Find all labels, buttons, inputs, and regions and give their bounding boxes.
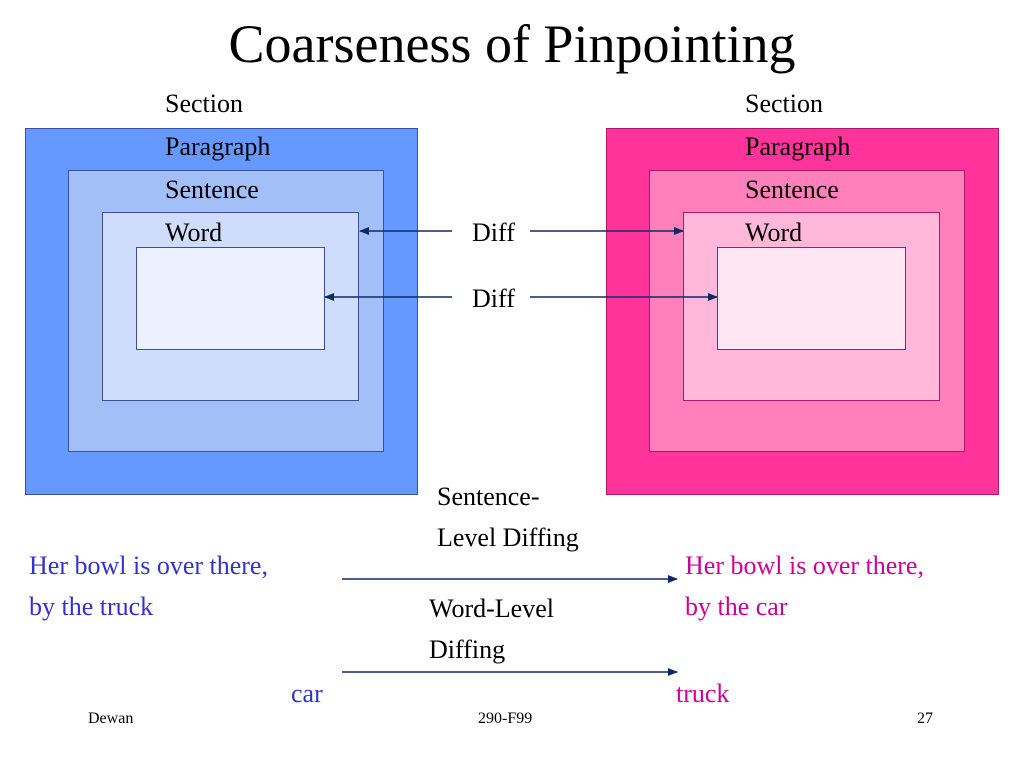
right-label-word: Word xyxy=(745,218,803,247)
right-sentence-line1: Her bowl is over there, xyxy=(685,551,924,580)
left-label-paragraph: Paragraph xyxy=(165,132,271,161)
left-word: car xyxy=(291,679,323,708)
footer-author: Dewan xyxy=(88,710,134,727)
footer-course: 290-F99 xyxy=(478,710,533,727)
sentence-level-caption-line1: Sentence- xyxy=(437,482,540,511)
left-label-section: Section xyxy=(165,89,243,118)
left-sentence-line2: by the truck xyxy=(29,592,154,621)
word-level-caption-line1: Word-Level xyxy=(429,594,554,623)
right-label-section: Section xyxy=(745,89,823,118)
left-sentence-line1: Her bowl is over there, xyxy=(29,551,268,580)
sentence-level-caption-line2: Level Diffing xyxy=(437,523,579,552)
left-word-box xyxy=(136,247,325,350)
right-sentence-line2: by the car xyxy=(685,592,788,621)
right-label-paragraph: Paragraph xyxy=(745,132,851,161)
diff-label-word: Diff xyxy=(472,284,515,313)
right-word-box xyxy=(717,247,906,350)
left-label-word: Word xyxy=(165,218,223,247)
right-word: truck xyxy=(676,679,730,708)
right-label-sentence: Sentence xyxy=(745,175,839,204)
word-level-caption-line2: Diffing xyxy=(429,635,506,664)
footer-slide-number: 27 xyxy=(917,710,933,727)
left-label-sentence: Sentence xyxy=(165,175,259,204)
slide-title: Coarseness of Pinpointing xyxy=(228,14,796,74)
diff-label-sentence: Diff xyxy=(472,218,515,247)
